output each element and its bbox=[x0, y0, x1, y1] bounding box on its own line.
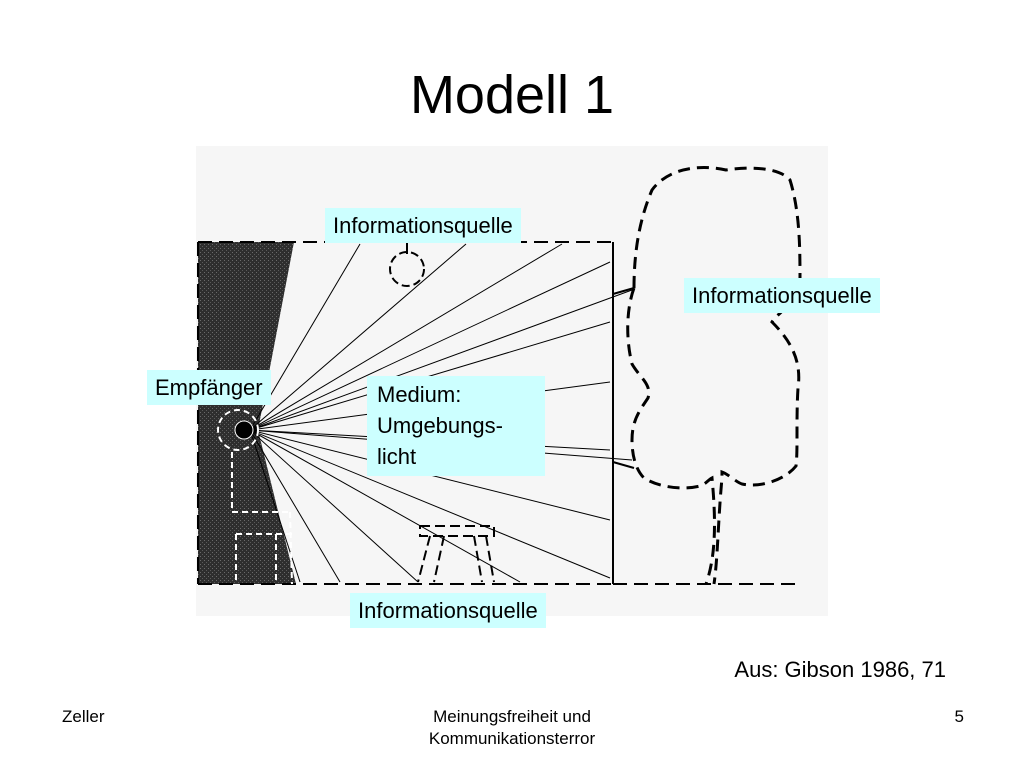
label-source-right: Informationsquelle bbox=[684, 278, 880, 313]
label-medium-line3: licht bbox=[377, 444, 417, 469]
label-medium-line2: Umgebungs- bbox=[377, 413, 503, 438]
footer-author: Zeller bbox=[62, 707, 105, 726]
observer bbox=[217, 409, 296, 585]
label-medium-line1: Medium: bbox=[377, 382, 462, 407]
label-receiver: Empfänger bbox=[147, 370, 271, 405]
label-medium: Medium: Umgebungs- licht bbox=[367, 376, 545, 476]
footer-page-number: 5 bbox=[954, 707, 964, 726]
footer-topic-line1: Meinungsfreiheit und bbox=[433, 707, 591, 726]
label-source-top: Informationsquelle bbox=[325, 208, 521, 243]
table bbox=[417, 525, 495, 583]
footer-topic-line2: Kommunikationsterror bbox=[428, 729, 596, 748]
tree bbox=[626, 166, 802, 585]
observer-eye bbox=[234, 420, 254, 440]
footer-topic: Meinungsfreiheit und Kommunikationsterro… bbox=[362, 706, 662, 750]
lamp bbox=[389, 242, 425, 287]
slide-title: Modell 1 bbox=[409, 65, 615, 125]
window-opening bbox=[612, 287, 635, 469]
source-citation: Aus: Gibson 1986, 71 bbox=[734, 657, 946, 682]
label-source-bottom: Informationsquelle bbox=[350, 593, 546, 628]
